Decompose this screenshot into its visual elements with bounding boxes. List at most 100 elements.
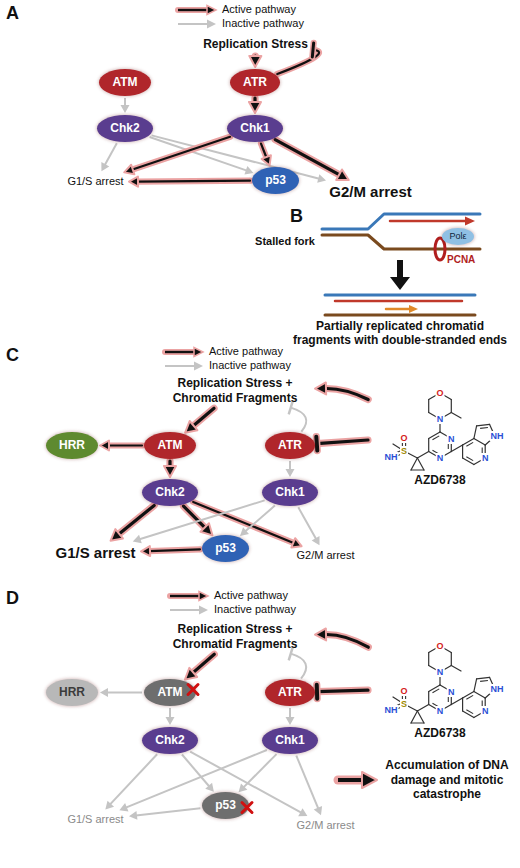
connector-line (137, 181, 250, 182)
inactive-connector (286, 708, 295, 725)
bond-line (466, 695, 473, 699)
knockout-cross (188, 685, 198, 695)
bond-line (477, 677, 490, 678)
arrow-head (239, 784, 248, 793)
arrow-head (185, 421, 197, 433)
active-connector (315, 382, 368, 399)
node-label: Polε (449, 231, 466, 242)
atom-label: S (400, 699, 408, 709)
active-connector (249, 98, 261, 113)
bond-line (432, 689, 439, 693)
knockout-cross-line (242, 803, 252, 813)
pathway-text: G1/S arrest (52, 542, 139, 564)
knockout-cross-line (188, 685, 198, 695)
atom-label: NH (384, 705, 399, 715)
bond-line (451, 400, 452, 413)
bond-line (428, 692, 429, 705)
pathway-text: Replication Stress (200, 35, 311, 54)
inhibition-bar (314, 437, 319, 451)
connector-line (150, 137, 247, 171)
legend-sample (165, 348, 203, 357)
atom-label: NH (490, 684, 505, 694)
connector-line (140, 500, 265, 539)
arrow-head (298, 808, 307, 816)
inactive-connector (129, 808, 200, 820)
connector-halo (193, 408, 214, 426)
node-label: Chk1 (275, 733, 304, 747)
connector-line (149, 549, 200, 551)
fragment-strand (386, 308, 410, 311)
node-label: Chk1 (275, 485, 304, 499)
connector-line (105, 143, 117, 165)
arrow-head (133, 535, 142, 544)
arrow-head (185, 668, 197, 680)
node-label: p53 (215, 798, 236, 812)
atom-label: N (481, 453, 490, 463)
connector-halo (132, 137, 230, 170)
legend-line-halo (170, 593, 200, 599)
fragment-strand (325, 314, 475, 317)
bond-line (466, 442, 473, 446)
arrow-head (121, 105, 130, 113)
arrow-head (336, 169, 349, 180)
node-label: Chk1 (240, 121, 269, 135)
bond-line (462, 445, 463, 458)
inactive-connector (289, 401, 307, 432)
pathway-ellipse: Chk2 (142, 479, 198, 506)
node-label: G2/M arrest (329, 183, 412, 201)
panel-letter: C (6, 345, 19, 367)
atom-label: N (447, 687, 456, 697)
connector-line (317, 440, 368, 444)
bond-line (451, 698, 462, 705)
outcome-arrow-head (362, 772, 377, 788)
bond-line (428, 439, 429, 452)
pathway-ellipse: Chk1 (262, 479, 318, 506)
annotation: Partially replicated chromatid fragments… (290, 319, 510, 348)
node-label: ATR (278, 438, 302, 452)
step-arrow-shaft (397, 260, 403, 278)
connector-line (291, 654, 306, 679)
legend-sample (178, 6, 216, 15)
arrow-head (249, 56, 261, 67)
connector-halo (149, 549, 200, 551)
arrow-head (315, 628, 326, 640)
atom-label: N (436, 414, 445, 424)
node-label: AZD6738 (370, 726, 510, 740)
bond-line (477, 424, 490, 425)
pathway-ellipse: Chk1 (262, 727, 318, 754)
arrow-head (124, 165, 134, 174)
bond-line (463, 692, 474, 699)
inactive-connector (100, 688, 142, 697)
knockout-cross (242, 803, 252, 813)
connector-line (289, 708, 291, 718)
legend-text: Active pathway (209, 345, 283, 358)
node-label: ATR (243, 75, 267, 89)
pathway-ellipse: Chk2 (97, 115, 153, 142)
node-label: Accumulation of DNA damage and mitotic c… (377, 758, 517, 801)
pcna-ring (435, 238, 445, 260)
connector-halo (261, 144, 267, 158)
node-label: Replication Stress (203, 37, 308, 51)
active-connector (185, 654, 214, 679)
bond-line (474, 426, 477, 439)
nascent-strand (390, 220, 466, 223)
arrow-head (141, 546, 150, 556)
legend-arrow-head (199, 592, 208, 601)
node-label: ATM (157, 438, 182, 452)
active-connector (164, 461, 176, 477)
pathway-ellipse: ATR (230, 69, 280, 96)
inactive-connector (240, 506, 275, 536)
arrow-head (314, 806, 322, 815)
inactive-connector (105, 754, 157, 809)
bond-line (411, 722, 424, 723)
node-label: Replication Stress + Chromatid Fragments (160, 376, 310, 405)
arrow-head (249, 102, 261, 113)
connector-line (244, 754, 277, 787)
bond-line (417, 452, 428, 459)
bond-line (451, 666, 461, 672)
inactive-connector (101, 143, 116, 171)
pathway-text: Accumulation of DNA damage and mitotic c… (374, 756, 520, 804)
atom-label: N (447, 434, 456, 444)
annotation: PCNA (447, 254, 475, 266)
annotation: Stalled fork (255, 235, 315, 248)
